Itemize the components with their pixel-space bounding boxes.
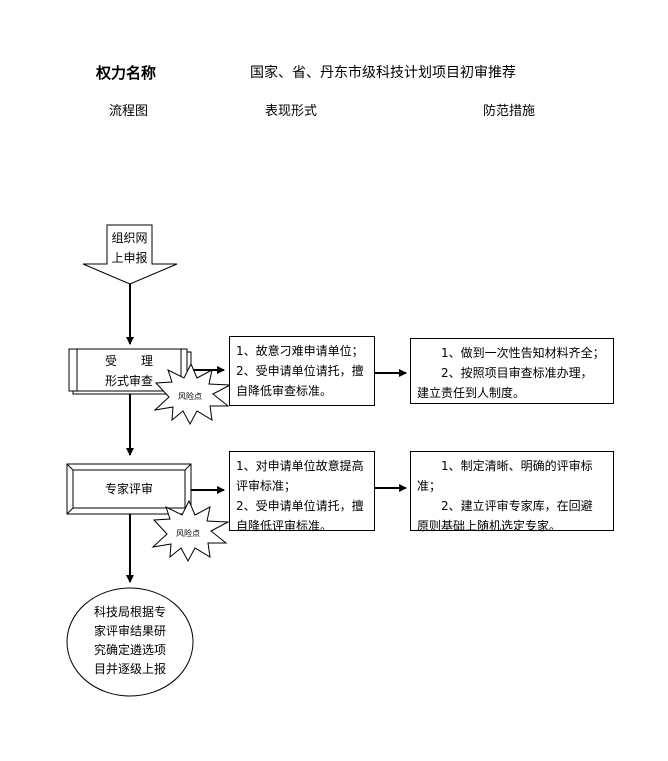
step1-node: 受 理 形式审查 [77,351,181,391]
end-node-line1: 科技局根据专 [93,605,166,619]
risk-step2-line1: 1、对申请单位故意提高 [236,459,364,473]
end-node: 科技局根据专 家评审结果研 究确定遴选项 目并逐级上报 [82,603,178,679]
risk-burst-step2 [151,499,230,563]
risk-step2-line2: 评审标准； [236,479,297,493]
risk-step1-line2: 2、受申请单位请托，擅 [236,364,364,378]
start-node-shape [82,224,178,285]
end-node-line4: 目并逐级上报 [93,662,166,676]
step1-line1: 受 理 [104,354,153,368]
start-node: 组织网 上申报 [107,228,152,268]
step1-line2: 形式审查 [104,374,153,388]
column-header-flowchart: 流程图 [109,104,149,119]
power-name-value: 国家、省、丹东市级科技计划项目初审推荐 [250,65,516,81]
risk-step1-line1: 1、故意刁难申请单位； [236,344,364,358]
measure-step2-line2: 准； [417,479,442,493]
risk-step2-line3: 2、受申请单位请托，擅 [236,499,364,513]
risk-burst-step1 [153,362,232,426]
risk-box-step2: 1、对申请单位故意提高 评审标准； 2、受申请单位请托，擅 自降低评审标准。 [229,451,375,533]
power-name-label: 权力名称 [96,64,157,82]
risk-label-step1: 风险点 [178,392,202,401]
measure-step1-line2: 2、按照项目审查标准办理， [441,366,593,380]
end-node-line2: 家评审结果研 [93,624,166,638]
end-node-shape [66,587,194,697]
start-node-line2: 上申报 [111,251,148,265]
measure-step1-line3: 建立责任到人制度。 [417,386,526,400]
end-node-line3: 究确定遴选项 [93,643,166,657]
risk-box-step1: 1、故意刁难申请单位； 2、受申请单位请托，擅 自降低审查标准。 [229,336,375,406]
measure-step2-line1: 1、制定清晰、明确的评审标 [441,459,593,473]
start-node-line1: 组织网 [111,231,148,245]
risk-step1-line3: 自降低审查标准。 [236,384,333,398]
measure-step1-line1: 1、做到一次性告知材料齐全； [441,346,605,360]
column-header-prevention: 防范措施 [483,104,536,119]
measure-box-step1: 1、做到一次性告知材料齐全； 2、按照项目审查标准办理， 建立责任到人制度。 [410,338,614,404]
risk-label-step2: 风险点 [176,529,200,538]
measure-box-step2: 1、制定清晰、明确的评审标 准； 2、建立评审专家库，在回避 原则基础上随机选定… [410,451,614,533]
measure-step2-line4: 原则基础上随机选定专家。 [417,519,562,533]
step2-node: 专家评审 [104,482,153,496]
risk-step2-line4: 自降低评审标准。 [236,519,333,533]
column-header-forms: 表现形式 [265,104,318,119]
measure-step2-line3: 2、建立评审专家库，在回避 [441,499,593,513]
